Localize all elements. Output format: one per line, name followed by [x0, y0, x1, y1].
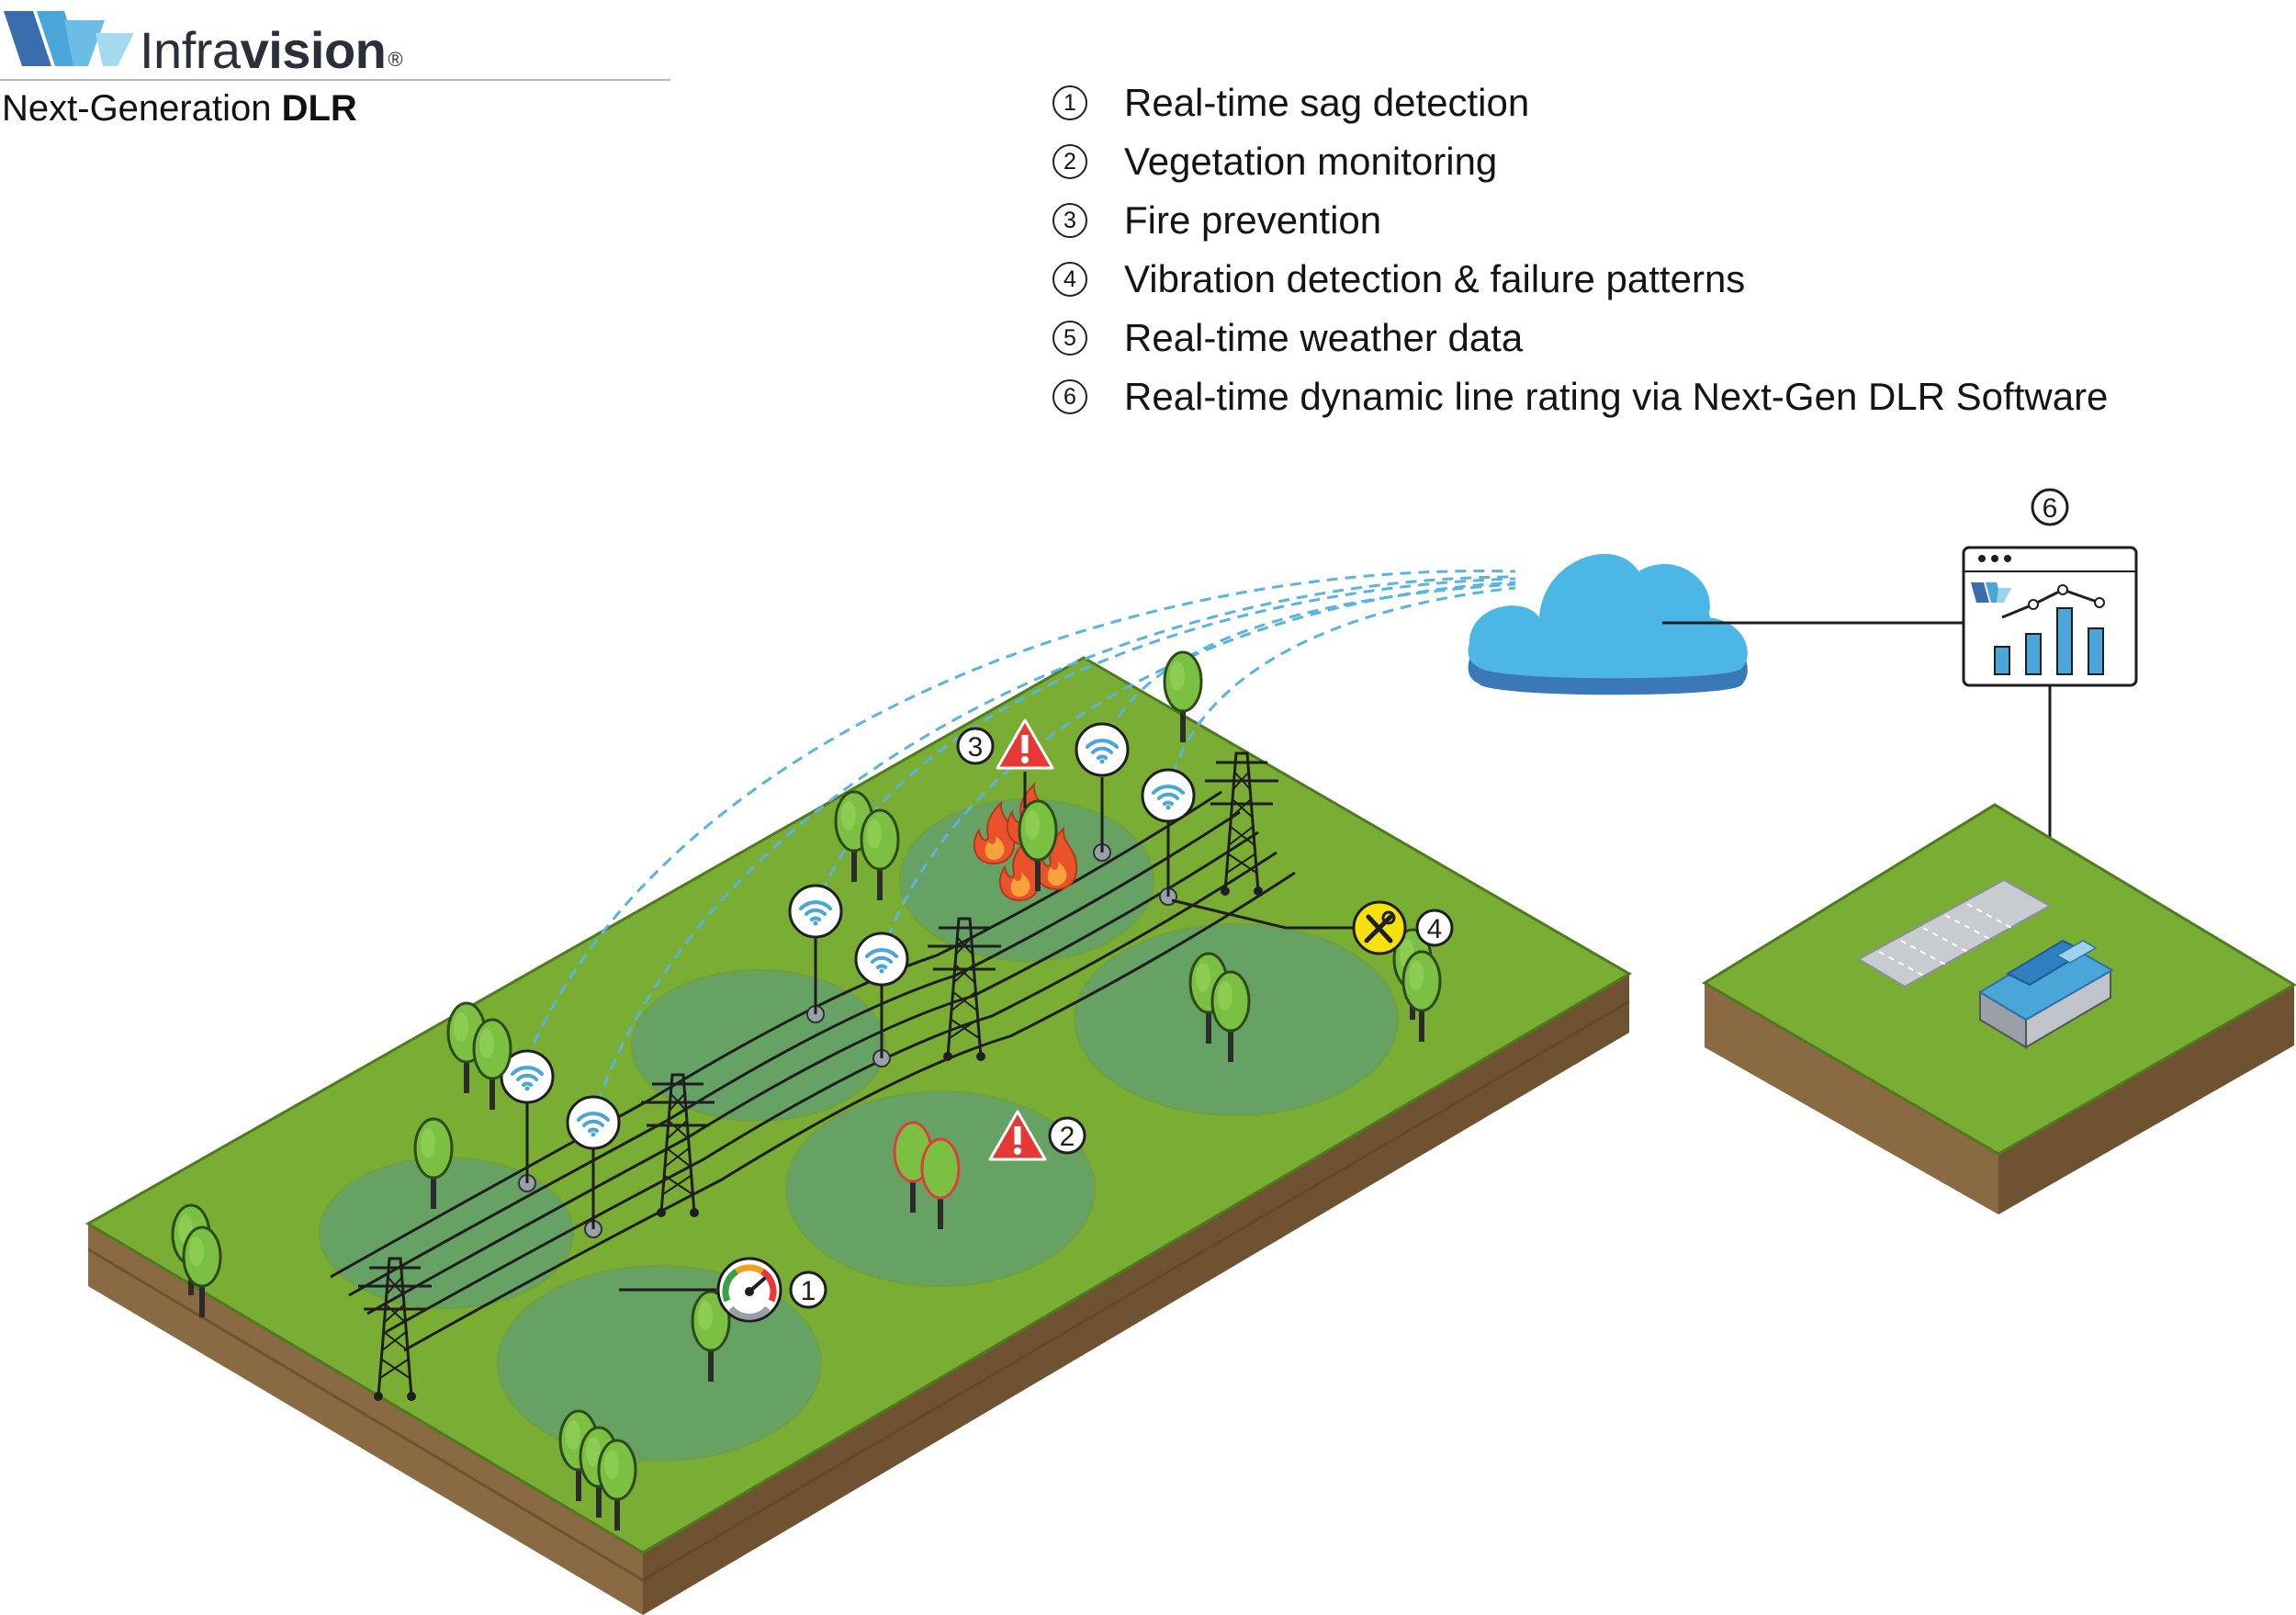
wifi-icon: [1141, 768, 1196, 823]
registered-mark: ®: [388, 48, 403, 71]
fire-warning: 3: [956, 718, 1054, 808]
vibration-marker: 4: [1171, 898, 1454, 955]
terrain-site: [1702, 803, 2296, 1156]
legend-number: 3: [1052, 203, 1087, 238]
site-soil-left: [1705, 983, 1998, 1214]
cloud-data-links: [518, 570, 1516, 1122]
wifi-icon: [566, 1095, 621, 1150]
brand-name-bold: vision: [240, 21, 387, 79]
marker-vibration-number: 4: [1427, 914, 1443, 944]
building-icon: [1978, 939, 2115, 1049]
coverage-zones: [319, 798, 1399, 1462]
feature-legend: 1 Real-time sag detection 2 Vegetation mon…: [1052, 73, 2108, 426]
legend-number: 2: [1052, 144, 1087, 179]
marker-sag-number: 1: [801, 1276, 816, 1306]
legend-text: Real-time sag detection: [1124, 81, 1530, 124]
tagline-bold: DLR: [281, 88, 357, 129]
marker-fire-number: 3: [968, 732, 984, 762]
parking-lot: [1856, 878, 2053, 988]
dashboard-icon: [1962, 546, 2138, 687]
legend-item: 2 Vegetation monitoring: [1052, 132, 2108, 191]
legend-item: 3 Fire prevention: [1052, 191, 2108, 250]
cloud-icon: [1468, 553, 1748, 695]
legend-text: Fire prevention: [1124, 198, 1382, 242]
brand-name-light: Infra: [140, 21, 241, 79]
legend-item: 5 Real-time weather data: [1052, 309, 2108, 367]
vegetation-warning: 2: [988, 1110, 1086, 1161]
legend-item: 4 Vibration detection & failure patterns: [1052, 250, 2108, 309]
wifi-icon: [854, 932, 909, 987]
legend-text: Real-time dynamic line rating via Next-G…: [1124, 375, 2109, 418]
marker-software-number: 6: [2043, 493, 2058, 524]
power-lines: [330, 790, 1296, 1352]
gauge-icon: [716, 1257, 782, 1323]
wifi-icon: [788, 884, 843, 939]
brand-divider: [0, 79, 670, 81]
terrain-soil-left: [88, 1224, 643, 1615]
brand-header: Infravision® Next-Generation DLR: [0, 0, 680, 147]
brand-name: Infravision®: [140, 20, 403, 80]
legend-number: 6: [1052, 379, 1087, 414]
legend-number: 5: [1052, 321, 1087, 356]
legend-number: 4: [1052, 262, 1087, 297]
legend-number: 1: [1052, 85, 1087, 120]
terrain-soil-right: [643, 974, 1629, 1615]
site-soil-right: [1998, 985, 2294, 1214]
legend-item: 1 Real-time sag detection: [1052, 73, 2108, 132]
tagline-light: Next-Generation: [2, 88, 282, 129]
legend-text: Vegetation monitoring: [1124, 140, 1498, 183]
legend-text: Vibration detection & failure patterns: [1124, 257, 1746, 300]
sag-gauge: 1: [619, 1257, 827, 1323]
brand-tagline: Next-Generation DLR: [2, 88, 357, 130]
infravision-logo-icon: [4, 11, 134, 66]
wrench-icon: [1352, 900, 1407, 955]
legend-text: Real-time weather data: [1124, 316, 1524, 359]
legend-item: 6 Real-time dynamic line rating via Next-…: [1052, 367, 2108, 426]
marker-vegetation-number: 2: [1060, 1122, 1075, 1152]
wifi-icon: [1075, 722, 1130, 777]
